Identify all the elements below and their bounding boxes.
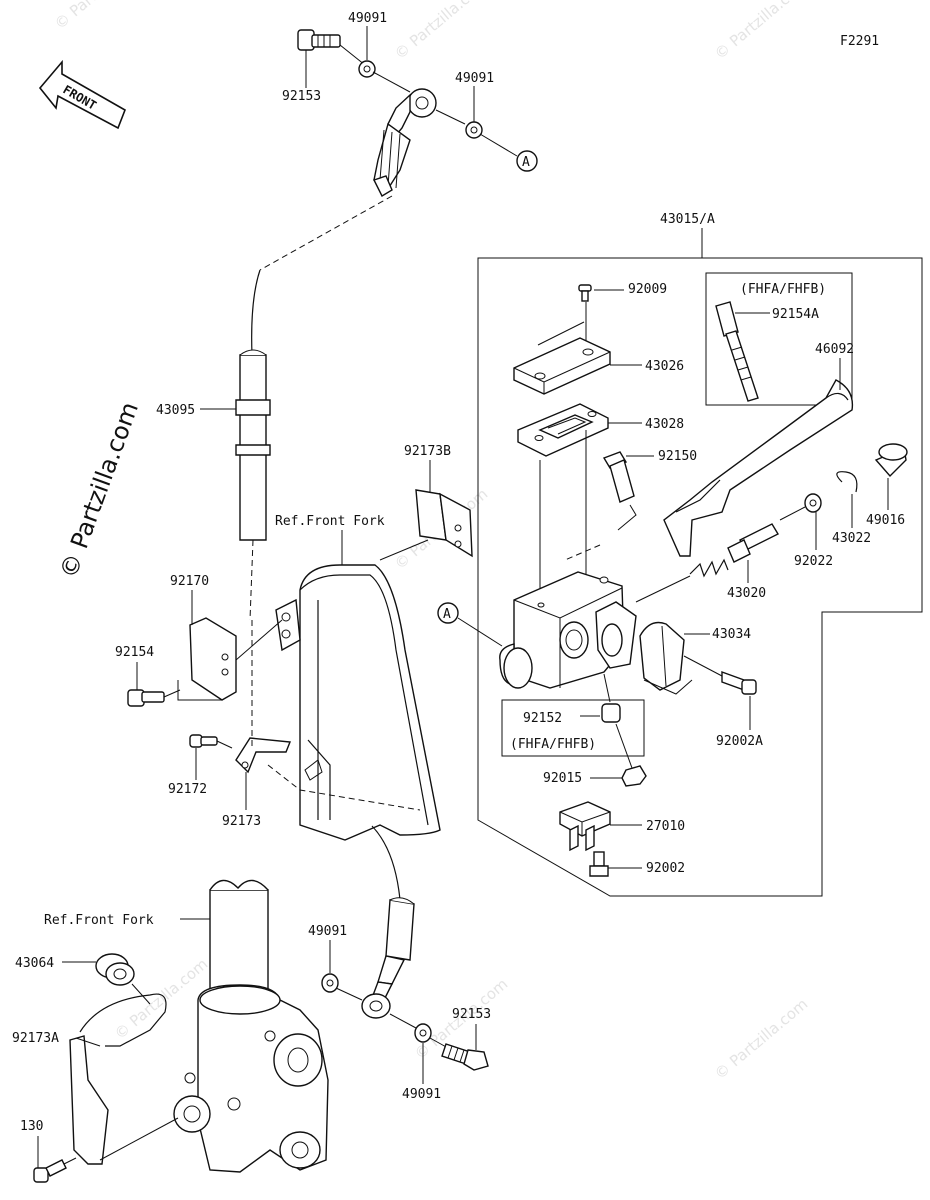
label-130: 130: [20, 1119, 43, 1134]
option-box-92152: [501, 699, 645, 757]
screw-92172: [189, 734, 218, 748]
label-92173: 92173: [222, 814, 261, 829]
screw-92009: [578, 284, 592, 302]
label-92154a: 92154A: [772, 307, 819, 322]
label-92002: 92002: [646, 861, 685, 876]
label-43095: 43095: [156, 403, 195, 418]
boot-49016: [874, 443, 908, 478]
label-43064: 43064: [15, 956, 54, 971]
clamp-43034: [639, 621, 685, 691]
svg-text:A: A: [443, 607, 451, 622]
label-43022: 43022: [832, 531, 871, 546]
washer-49091-top2: [465, 121, 483, 139]
label-46092: 46092: [815, 342, 854, 357]
label-92170: 92170: [170, 574, 209, 589]
screw-92002: [589, 851, 609, 877]
label-92152: 92152: [523, 711, 562, 726]
bolt-92154: [127, 689, 165, 707]
svg-text:A: A: [522, 155, 530, 170]
callout-a-mid: [437, 602, 459, 624]
label-43034: 43034: [712, 627, 751, 642]
bolt-130: [33, 1159, 67, 1183]
bleeder-92154a: [715, 301, 759, 402]
svg-text:© Partzilla.com: © Partzilla.com: [711, 0, 811, 63]
label-92009: 92009: [628, 282, 667, 297]
figure-code: F2291: [840, 34, 879, 49]
label-49091-top2: 49091: [455, 71, 494, 86]
label-92173b: 92173B: [404, 444, 451, 459]
brake-hose-43095: [235, 349, 271, 541]
label-92154: 92154: [115, 645, 154, 660]
pivot-bolt-92150: [602, 451, 635, 503]
label-49091-bot1: 49091: [308, 924, 347, 939]
svg-text:© Partzilla.com: © Partzilla.com: [51, 0, 151, 33]
bracket-92173a: [69, 993, 167, 1165]
clip-92173: [235, 737, 291, 774]
banjo-bolt-92153-top: [297, 29, 341, 51]
label-49091-bot2: 49091: [402, 1087, 441, 1102]
bolt-92002a: [721, 671, 757, 695]
brake-lever-46092: [663, 379, 854, 557]
fhfa-fhfb-label-1: (FHFA/FHFB): [740, 282, 826, 297]
washer-49091-bot1: [321, 973, 339, 993]
brake-hose-lower: [361, 897, 415, 1019]
brake-switch-27010: [559, 801, 611, 852]
washer-49091-bot2: [414, 1023, 432, 1043]
brake-hose-fitting-top: [373, 88, 437, 197]
label-92015: 92015: [543, 771, 582, 786]
label-92153-top: 92153: [282, 89, 321, 104]
circlip-43022: [836, 471, 858, 493]
master-cylinder-body: [499, 571, 637, 689]
collar-92152: [601, 703, 621, 723]
label-27010: 27010: [646, 819, 685, 834]
nut-92015: [621, 765, 647, 787]
front-direction-arrow: FRONT: [38, 59, 126, 130]
washer-92022: [804, 493, 822, 513]
ref-front-fork-lower: Ref.Front Fork: [44, 913, 154, 928]
fork-leg-lower: [173, 879, 329, 1173]
option-box-92154a: [705, 272, 853, 406]
label-43028: 43028: [645, 417, 684, 432]
label-49016: 49016: [866, 513, 905, 528]
label-92022: 92022: [794, 554, 833, 569]
grommet-43064: [95, 953, 135, 986]
label-92173a: 92173A: [12, 1031, 59, 1046]
partzilla-watermark: © Partzilla.com: [54, 398, 144, 582]
reservoir-cap-43026: [513, 337, 611, 395]
banjo-bolt-92153-bot: [441, 1043, 489, 1071]
callout-a-top: [516, 150, 538, 172]
fork-guard: [299, 564, 441, 841]
assembly-43015a-outline: [477, 257, 923, 897]
label-92150: 92150: [658, 449, 697, 464]
washer-49091-top1: [358, 60, 376, 78]
label-92153-bot: 92153: [452, 1007, 491, 1022]
svg-text:© Partzilla.com: © Partzilla.com: [391, 0, 491, 63]
label-43020: 43020: [727, 586, 766, 601]
watermark-layer: © Partzilla.com © Partzilla.com © Partzi…: [51, 0, 811, 1083]
label-49091-top1: 49091: [348, 11, 387, 26]
clamp-92173b: [415, 489, 473, 558]
label-43015a: 43015/A: [660, 212, 715, 227]
svg-text:© Partzilla.com: © Partzilla.com: [711, 995, 811, 1083]
bracket-92170: [189, 598, 301, 701]
diaphragm-43028: [517, 403, 609, 457]
fhfa-fhfb-label-2: (FHFA/FHFB): [510, 737, 596, 752]
ref-front-fork-upper: Ref.Front Fork: [275, 514, 385, 529]
label-43026: 43026: [645, 359, 684, 374]
piston-kit-43020: [689, 523, 779, 578]
label-92002a: 92002A: [716, 734, 763, 749]
label-92172: 92172: [168, 782, 207, 797]
